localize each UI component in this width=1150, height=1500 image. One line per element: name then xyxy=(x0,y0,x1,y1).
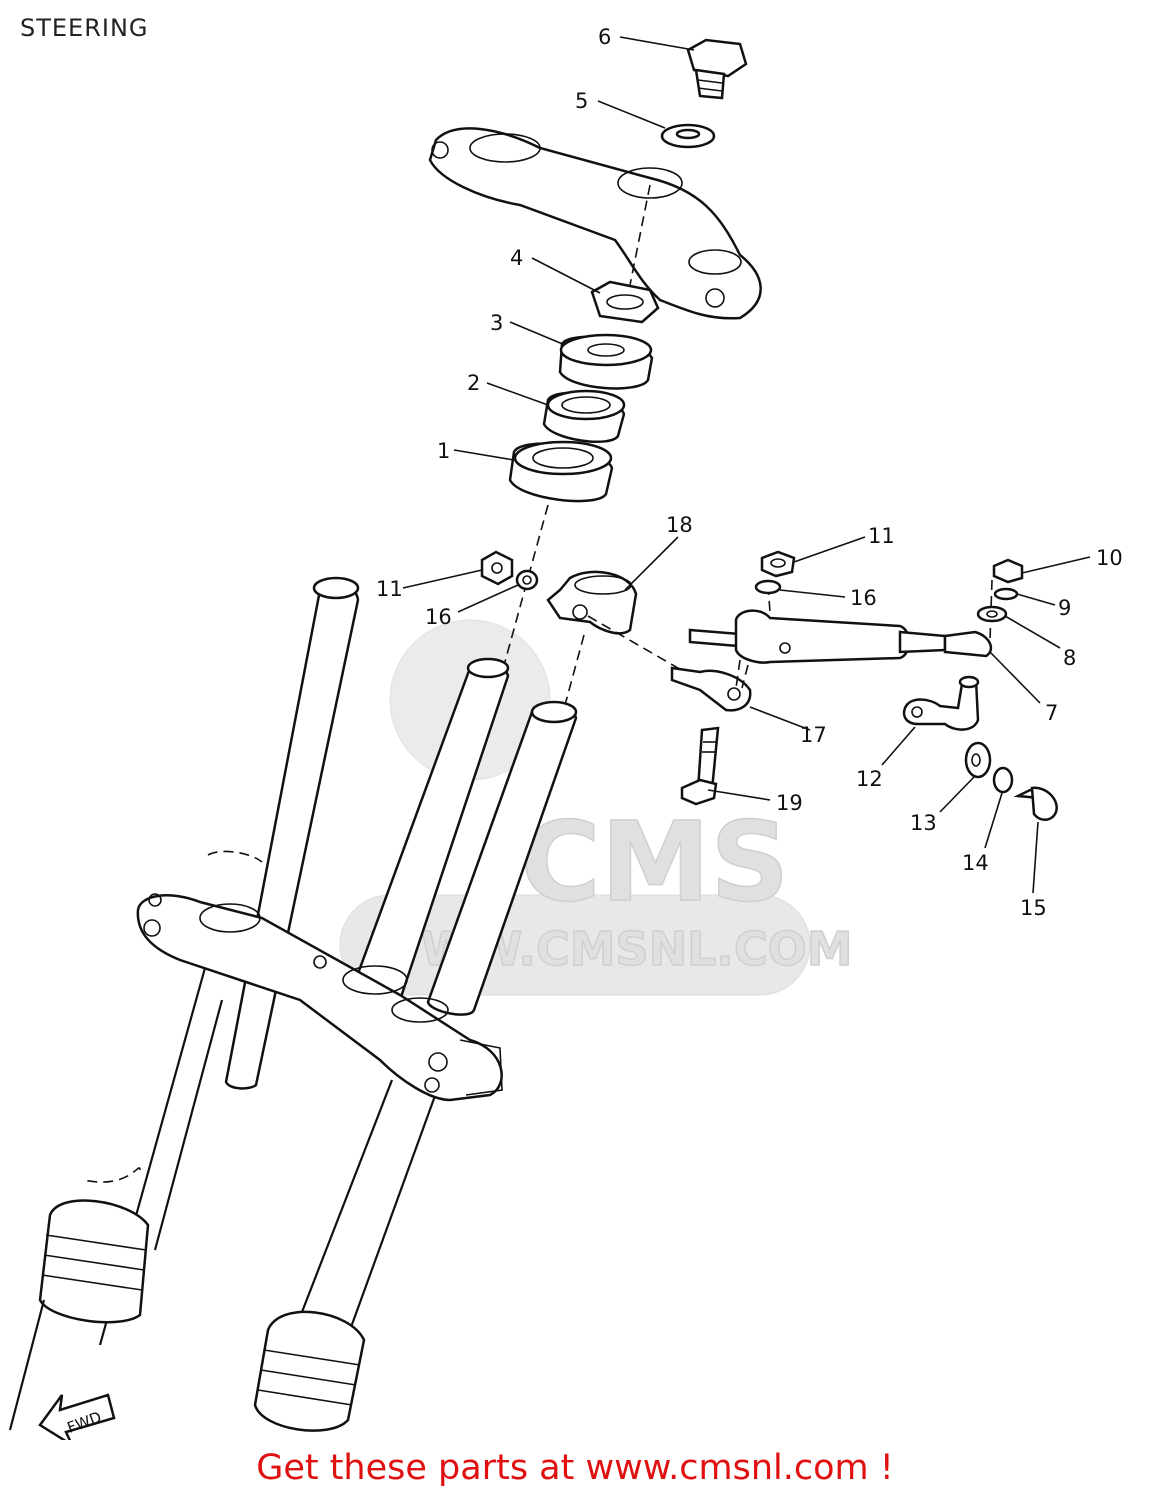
part-6-bolt xyxy=(686,38,748,100)
part-15-bolt xyxy=(1013,786,1058,821)
callout-16-left: 16 xyxy=(425,605,452,629)
callout-9: 9 xyxy=(1058,596,1071,620)
callout-11-right: 11 xyxy=(868,524,895,548)
part-11-nut-right xyxy=(760,550,796,578)
callout-16-right: 16 xyxy=(850,586,877,610)
part-5-washer xyxy=(660,123,716,149)
part-16-washer-right xyxy=(754,579,782,595)
callout-11-left: 11 xyxy=(376,577,403,601)
callout-10: 10 xyxy=(1096,546,1123,570)
watermark-brand: CMS xyxy=(520,798,789,926)
part-9-washer xyxy=(993,587,1019,601)
fwd-arrow: FWD xyxy=(38,1393,116,1440)
callout-7: 7 xyxy=(1045,701,1058,725)
callout-3: 3 xyxy=(490,311,503,335)
part-4-nut xyxy=(590,280,660,324)
part-19-bolt xyxy=(680,726,720,806)
callout-13: 13 xyxy=(910,811,937,835)
steering-diagram: CMS WWW.CMSNL.COM xyxy=(8,25,1123,1440)
part-17-rod-end xyxy=(670,659,752,712)
part-2-bearing xyxy=(542,389,626,443)
part-16-washer-left xyxy=(515,569,539,591)
upper-bracket xyxy=(428,127,762,320)
callout-14: 14 xyxy=(962,851,989,875)
callout-6: 6 xyxy=(598,25,611,49)
part-1-bearing xyxy=(499,440,614,706)
part-12-bracket xyxy=(902,675,980,731)
part-10-nut xyxy=(992,558,1024,584)
callout-1: 1 xyxy=(437,439,450,463)
page-title: STEERING xyxy=(20,14,149,42)
steering-damper xyxy=(688,579,993,689)
cms-watermark: CMS WWW.CMSNL.COM xyxy=(339,619,853,996)
callout-18: 18 xyxy=(666,513,693,537)
part-11-nut-left xyxy=(480,550,514,586)
promo-link[interactable]: Get these parts at www.cmsnl.com ! xyxy=(256,1448,894,1488)
leader-lines xyxy=(402,36,1091,894)
part-13-washer xyxy=(964,741,992,779)
callout-17: 17 xyxy=(800,723,827,747)
callout-2: 2 xyxy=(467,371,480,395)
part-8-washer xyxy=(976,605,1008,623)
part-3-seal xyxy=(558,333,654,390)
callout-labels: 6 5 4 3 2 1 11 16 18 17 19 11 16 10 9 8 … xyxy=(376,25,1123,920)
callout-19: 19 xyxy=(776,791,803,815)
callout-4: 4 xyxy=(510,246,523,270)
callout-15: 15 xyxy=(1020,896,1047,920)
callout-5: 5 xyxy=(575,89,588,113)
callout-12: 12 xyxy=(856,767,883,791)
fork-right xyxy=(253,700,578,1432)
lower-bracket xyxy=(136,893,503,1102)
part-14-washer xyxy=(992,766,1014,794)
callout-8: 8 xyxy=(1063,646,1076,670)
part-18-clamp xyxy=(546,570,691,676)
